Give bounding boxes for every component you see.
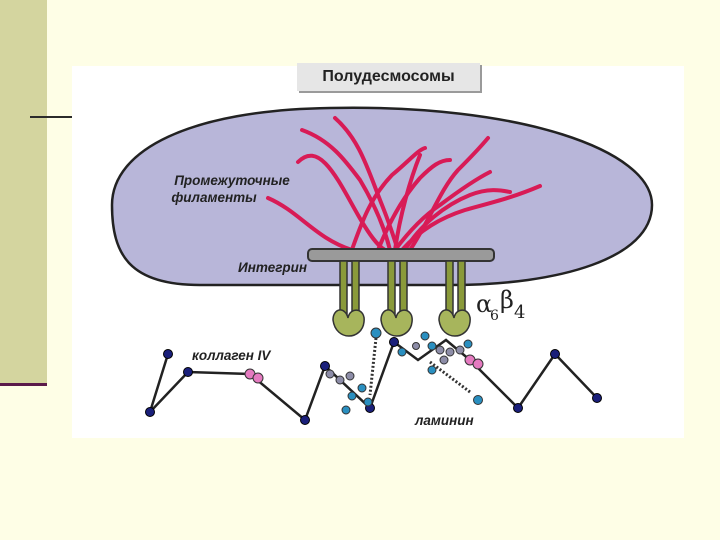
filament-2 bbox=[296, 153, 387, 252]
svg-text:α: α bbox=[476, 290, 492, 318]
collagen-nodes bbox=[145, 337, 602, 425]
filament-10 bbox=[408, 136, 490, 252]
laminin-label: ламинин bbox=[414, 413, 474, 428]
svg-text:β: β bbox=[500, 286, 514, 314]
laminin-molecules bbox=[325, 327, 483, 415]
integrin-plaque bbox=[307, 248, 495, 262]
laminin-coil-2 bbox=[429, 360, 471, 394]
svg-text:6: 6 bbox=[490, 308, 499, 324]
laminin-coil-1 bbox=[368, 337, 378, 396]
collagen-pink-globules bbox=[244, 354, 484, 384]
cell-body bbox=[110, 106, 654, 287]
collagen-chain-1 bbox=[148, 338, 598, 423]
filament-1 bbox=[266, 196, 354, 252]
integrin-dimer-2 bbox=[380, 260, 413, 337]
filament-9 bbox=[403, 188, 512, 252]
alpha6-beta4-label: α 6 β 4 bbox=[476, 286, 525, 324]
svg-text:4: 4 bbox=[514, 302, 525, 323]
filament-11 bbox=[393, 153, 422, 252]
integrin-dimers bbox=[332, 260, 471, 337]
title-rule bbox=[30, 116, 74, 118]
filament-7 bbox=[393, 170, 492, 252]
sidebar-bottom-rule bbox=[0, 383, 47, 386]
figure-title: Полудесмосомы bbox=[297, 63, 480, 91]
sidebar-decoration bbox=[0, 0, 47, 383]
collagen-label: коллаген IV bbox=[192, 348, 271, 363]
integrin-dimer-3 bbox=[438, 260, 471, 337]
intermediate-filaments bbox=[266, 116, 542, 257]
filament-5 bbox=[348, 146, 427, 257]
integrin-dimer-1 bbox=[332, 260, 365, 337]
integrin-label: Интегрин bbox=[238, 260, 307, 275]
collagen-iv-network bbox=[148, 338, 598, 423]
filament-6 bbox=[376, 158, 452, 252]
filaments-label-line1: Промежуточные bbox=[174, 173, 290, 188]
filaments-label-line2: филаменты bbox=[171, 190, 257, 205]
